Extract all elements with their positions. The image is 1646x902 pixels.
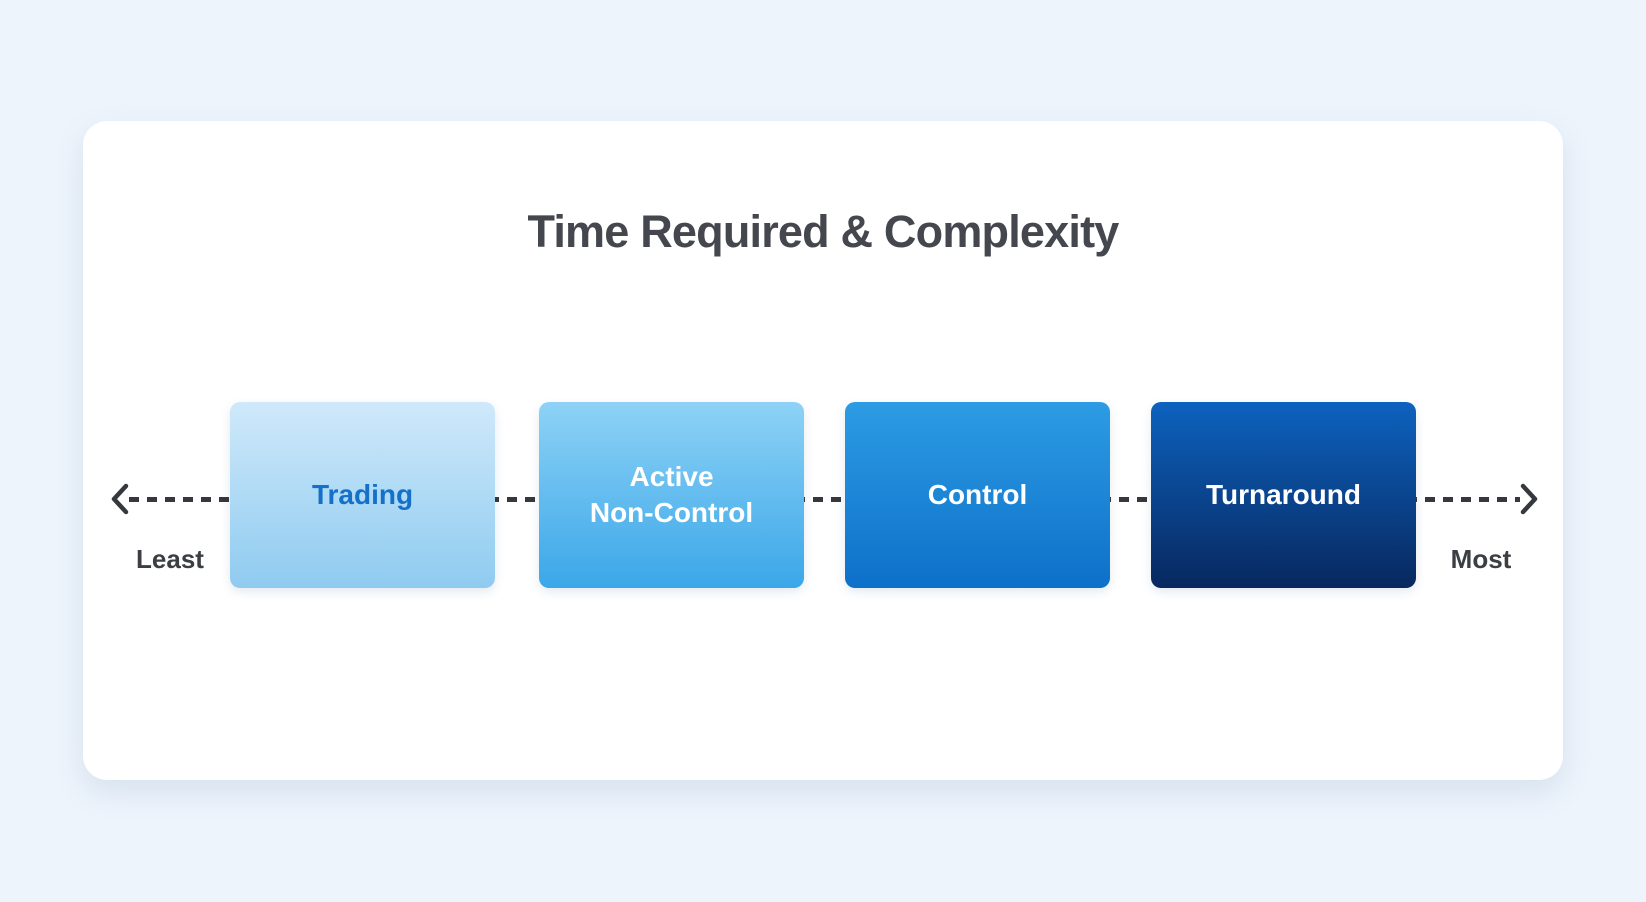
stage-trading: Trading (230, 402, 495, 588)
arrow-right-icon (1520, 483, 1538, 515)
diagram-title: Time Required & Complexity (527, 206, 1119, 257)
diagram-card: Time Required & Complexity Trading Activ… (83, 121, 1563, 780)
arrow-left-icon (111, 483, 129, 515)
least-label: Least (136, 544, 204, 574)
most-label: Most (1450, 544, 1512, 574)
stage-turnaround: Turnaround (1151, 402, 1416, 588)
stage-control: Control (845, 402, 1110, 588)
stage-active-non-control: Active Non-Control (539, 402, 804, 588)
axis-dashed-line (129, 496, 1520, 502)
complexity-axis (111, 483, 1538, 515)
